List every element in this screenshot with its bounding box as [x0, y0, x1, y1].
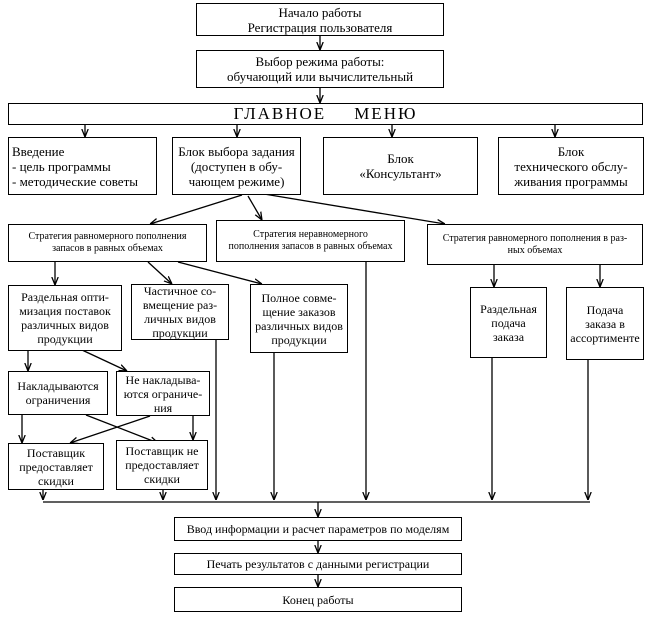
separate-order-line2: подача: [491, 315, 526, 330]
supplier-no-discount-box: Поставщик не предоставляет скидки: [116, 440, 208, 490]
intro-line2: - цель программы: [12, 158, 111, 174]
separate-order-box: Раздельная подача заказа: [470, 287, 547, 358]
separate-line3: различных видов: [21, 318, 109, 332]
intro-line3: - методические советы: [12, 173, 138, 189]
arrow-s1-to-full: [177, 261, 262, 284]
supplier-disc-line1: Поставщик: [26, 445, 86, 460]
constraints-no-line2: ются ограниче-: [123, 386, 203, 401]
arrow-task-to-strategy2: [247, 195, 262, 220]
full-combination-box: Полное совме- щение заказов различных ви…: [250, 284, 348, 353]
full-line3: различных видов: [255, 318, 343, 333]
start-line2: Регистрация пользователя: [247, 19, 393, 35]
arrow-s1-to-partial: [147, 261, 172, 284]
assortment-line1: Подача: [586, 302, 624, 317]
consultant-line2: «Консультант»: [359, 166, 442, 181]
constraints-no-line3: ния: [153, 400, 173, 415]
intro-line1: Введение: [12, 143, 65, 159]
print-results-box: Печать результатов с данными регистрации: [174, 553, 462, 575]
mode-line1: Выбор режима работы:: [255, 54, 385, 69]
tech-line2: технического обслу-: [514, 158, 628, 174]
task-line3: чающем режиме): [188, 173, 285, 189]
tech-line3: живания программы: [514, 173, 628, 189]
intro-box: Введение - цель программы - методические…: [8, 137, 157, 195]
strategy-even-2-box: Стратегия равномерного пополнения в раз-…: [427, 224, 643, 265]
main-menu-word2: МЕНЮ: [354, 104, 418, 123]
arrow-task-to-strategy3: [257, 192, 445, 224]
strategy-even-1-box: Стратегия равномерного пополнения запасо…: [8, 224, 207, 262]
assortment-line2: заказа в: [585, 316, 625, 331]
consultant-line1: Блок: [387, 151, 414, 166]
supplier-disc-line2: предоставляет: [19, 459, 93, 474]
arrow-sep-to-no: [81, 349, 127, 371]
constraints-yes-line1: Накладываются: [17, 379, 99, 393]
assortment-order-box: Подача заказа в ассортименте: [566, 287, 644, 360]
main-menu-box: ГЛАВНОЕ МЕНЮ: [8, 103, 643, 125]
mode-line2: обучающий или вычислительный: [226, 69, 414, 84]
full-line2: щение заказов: [262, 304, 336, 319]
assortment-line3: ассортименте: [570, 330, 640, 345]
separate-line4: продукции: [37, 332, 93, 346]
input-calculation-box: Ввод информации и расчет параметров по м…: [174, 517, 462, 541]
supplier-disc-line3: скидки: [38, 473, 74, 488]
consultant-box: Блок «Консультант»: [323, 137, 478, 195]
end-box: Конец работы: [174, 587, 462, 612]
separate-order-line1: Раздельная: [480, 301, 537, 316]
full-line1: Полное совме-: [261, 290, 337, 305]
constraints-yes-line2: ограничения: [25, 393, 91, 407]
strategy2-line2: пополнения запасов в равных объемах: [228, 241, 393, 252]
start-line1: Начало работы: [278, 4, 362, 20]
mode-box: Выбор режима работы: обучающий или вычис…: [196, 50, 444, 88]
partial-line2: вмещение раз-: [142, 298, 218, 312]
constraints-no-line1: Не накладыва-: [125, 372, 201, 387]
partial-line4: продукции: [152, 326, 208, 340]
supplier-nodisc-line3: скидки: [144, 472, 180, 486]
print-line1: Печать результатов с данными регистрации: [206, 557, 430, 571]
partial-combination-box: Частичное со- вмещение раз- личных видов…: [131, 284, 229, 340]
full-line4: продукции: [271, 332, 327, 347]
separate-line2: мизация поставок: [19, 304, 111, 318]
constraints-yes-box: Накладываются ограничения: [8, 371, 108, 415]
input-line1: Ввод информации и расчет параметров по м…: [186, 522, 450, 536]
arrow-no-to-disc: [70, 415, 151, 443]
task-block-box: Блок выбора задания (доступен в обу- чаю…: [172, 137, 301, 195]
strategy1-line2: запасов в равных объемах: [52, 243, 163, 254]
strategy1-line1: Стратегия равномерного пополнения: [28, 231, 187, 242]
main-menu-word1: ГЛАВНОЕ: [233, 104, 327, 123]
supplier-discount-box: Поставщик предоставляет скидки: [8, 443, 104, 490]
supplier-nodisc-line2: предоставляет: [125, 458, 199, 472]
strategy-uneven-box: Стратегия неравномерного пополнения запа…: [216, 220, 405, 262]
task-line2: (доступен в обу-: [190, 158, 283, 174]
partial-line3: личных видов: [144, 312, 216, 326]
arrow-yes-to-nodisc: [85, 414, 158, 443]
arrow-task-to-strategy1: [150, 194, 243, 224]
supplier-nodisc-line1: Поставщик не: [125, 444, 199, 458]
partial-line1: Частичное со-: [143, 284, 217, 298]
task-line1: Блок выбора задания: [178, 143, 295, 159]
start-box: Начало работы Регистрация пользователя: [196, 3, 444, 36]
tech-line1: Блок: [557, 143, 585, 159]
constraints-no-box: Не накладыва- ются ограниче- ния: [116, 371, 210, 416]
strategy3-line2: ных объемах: [507, 244, 563, 256]
tech-block-box: Блок технического обслу- живания програм…: [498, 137, 644, 195]
separate-optimization-box: Раздельная опти- мизация поставок различ…: [8, 285, 122, 351]
separate-order-line3: заказа: [492, 329, 525, 344]
strategy3-line1: Стратегия равномерного пополнения в раз-: [442, 232, 628, 244]
separate-line1: Раздельная опти-: [21, 290, 109, 304]
end-line1: Конец работы: [282, 592, 354, 607]
strategy2-line1: Стратегия неравномерного: [253, 229, 368, 240]
